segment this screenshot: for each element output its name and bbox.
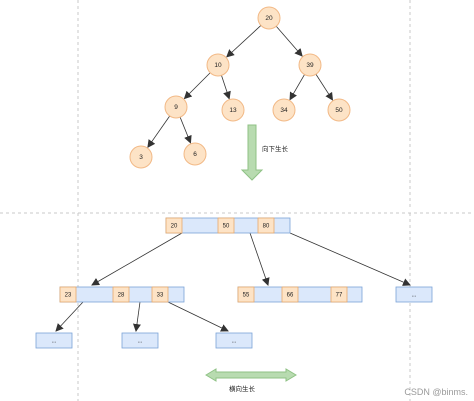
left-right-arrow-shape [205, 368, 297, 382]
tree-edge-n20-n39 [275, 26, 303, 57]
binary-tree-edges [147, 25, 334, 148]
btree-child-node: 23 28 33 [59, 286, 185, 303]
tree-node-label: 3 [139, 154, 143, 161]
btree-key-cell [151, 286, 169, 303]
tree-node-circle [183, 142, 207, 166]
tree-edge-n39-n50 [315, 74, 334, 101]
watermark: CSDN @binms. [404, 387, 468, 397]
btree-key-label: 23 [65, 293, 72, 299]
tree-node-circle [327, 98, 351, 122]
btree-edge-root-child3 [289, 232, 411, 286]
btree-key-label: 80 [263, 224, 270, 230]
btree-leaf-node-box [121, 332, 159, 349]
tree-node-label: 6 [193, 151, 197, 158]
vertical-growth-label: 向下生长 [262, 144, 289, 153]
btree-key-label: 55 [243, 293, 250, 299]
tree-node: 34 [272, 98, 296, 122]
tree-edge-n10-n13 [221, 75, 231, 100]
btree-key-label: ... [137, 339, 142, 345]
tree-node-label: 34 [280, 107, 288, 114]
btree-key-cell [112, 286, 130, 303]
tree-node-label: 9 [174, 104, 178, 111]
tree-node-circle [257, 6, 281, 30]
btree-key-label: 20 [171, 224, 178, 230]
tree-node-label: 39 [306, 62, 314, 69]
tree-node: 39 [298, 53, 322, 77]
tree-node-circle [206, 53, 230, 77]
btree-key-label: 66 [287, 293, 294, 299]
tree-node: 50 [327, 98, 351, 122]
btree-key-cell [59, 286, 77, 303]
btree-edge-child1-leaf3 [167, 301, 229, 332]
btree-key-label: 50 [223, 224, 230, 230]
btree-key-cell [281, 286, 299, 303]
tree-edge-n10-n9 [183, 72, 211, 100]
tree-node-label: 13 [229, 107, 237, 114]
horizontal-growth-arrow: 横向生长 [205, 368, 297, 393]
tree-node: 13 [221, 98, 245, 122]
btree-edge-root-child2 [249, 232, 270, 286]
tree-node: 20 [257, 6, 281, 30]
btree-key-label: ... [51, 339, 56, 345]
vertical-growth-arrow: 向下生长 [240, 124, 289, 181]
tree-node: 3 [129, 145, 153, 169]
btree-key-label: 77 [336, 293, 343, 299]
btree-edges [55, 232, 411, 332]
btree-edge-child1-leaf1 [55, 301, 84, 332]
tree-edge-n9-n3 [147, 115, 171, 148]
tree-node-circle [298, 53, 322, 77]
tree-edge-n39-n34 [289, 74, 305, 101]
btree-key-cell [217, 217, 235, 234]
btree-leaf-node: ... [35, 332, 73, 349]
btree-root-node: 20 50 80 [165, 217, 291, 234]
btree-leaf-node-box [35, 332, 73, 349]
tree-edge-n20-n10 [226, 25, 262, 58]
down-arrow-shape [240, 124, 264, 181]
btree-key-cell [330, 286, 348, 303]
tree-node-label: 50 [335, 107, 343, 114]
btree-child-node: ... [395, 286, 433, 303]
btree-key-cell [237, 286, 255, 303]
horizontal-growth-label: 横向生长 [229, 384, 256, 393]
btree-nodes: 20 50 80 23 28 33 55 66 77............ [35, 217, 433, 349]
tree-node: 10 [206, 53, 230, 77]
btree-key-label: ... [231, 339, 236, 345]
tree-node-circle [129, 145, 153, 169]
btree-key-cell [165, 217, 183, 234]
tree-node-circle [164, 95, 188, 119]
tree-node: 9 [164, 95, 188, 119]
btree-leaf-node: ... [121, 332, 159, 349]
tree-edge-n9-n6 [179, 117, 192, 144]
btree-key-label: ... [411, 293, 416, 299]
binary-tree-nodes: 20 10 39 9 13 34 50 3 6 [129, 6, 351, 169]
btree-key-label: 33 [157, 293, 164, 299]
tree-node-label: 10 [214, 62, 222, 69]
tree-node-label: 20 [265, 15, 273, 22]
btree-key-cell [257, 217, 275, 234]
btree-edge-child1-leaf2 [132, 301, 141, 332]
btree-child-node: 55 66 77 [237, 286, 363, 303]
tree-node-circle [272, 98, 296, 122]
btree-leaf-node-box [215, 332, 253, 349]
btree-leaf-node: ... [215, 332, 253, 349]
tree-node: 6 [183, 142, 207, 166]
btree-edge-root-child1 [91, 232, 183, 286]
btree-child-node-box [395, 286, 433, 303]
tree-node-circle [221, 98, 245, 122]
btree-key-label: 28 [118, 293, 125, 299]
